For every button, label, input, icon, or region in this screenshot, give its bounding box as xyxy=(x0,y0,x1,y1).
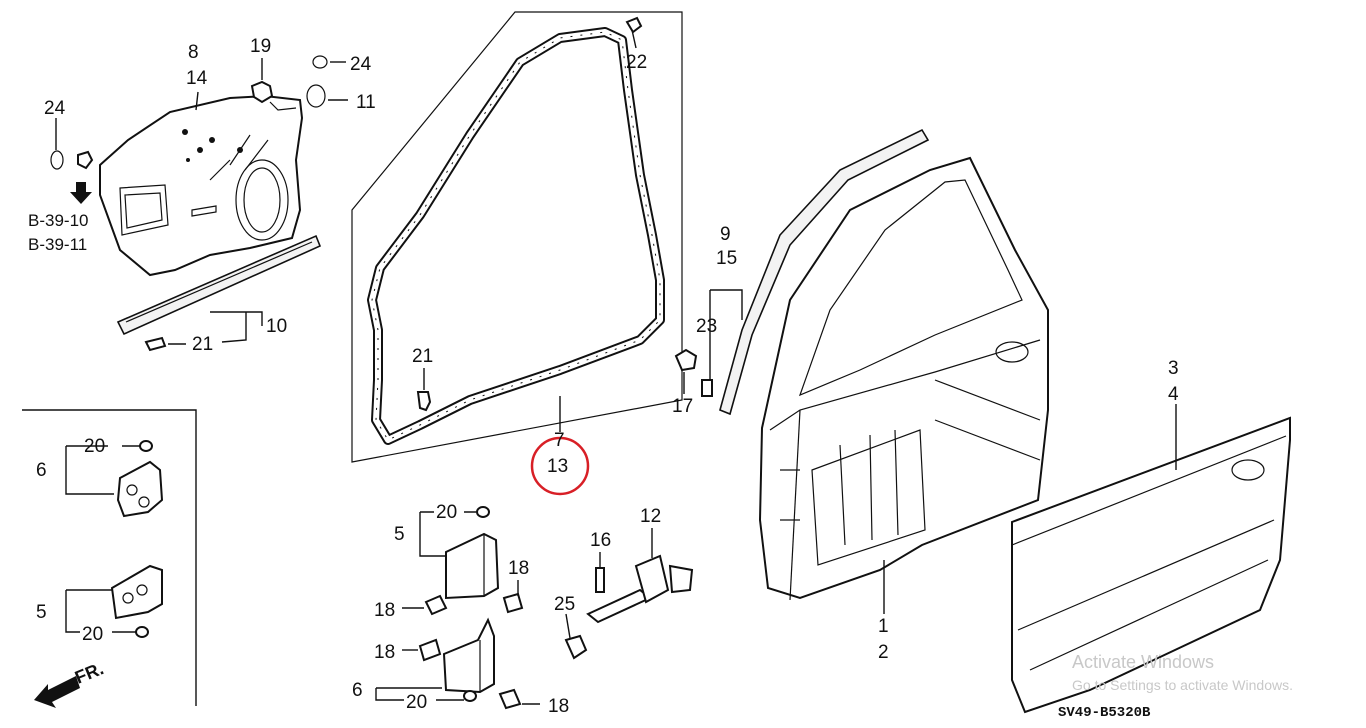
front-arrow-icon xyxy=(34,676,80,708)
label-part-14: 14 xyxy=(186,68,208,89)
ring-part-11 xyxy=(306,84,326,108)
door-weatherstrip-panel xyxy=(351,11,683,463)
label-part-7: 7 xyxy=(554,430,565,451)
label-part-16: 16 xyxy=(590,530,611,551)
down-arrow-icon xyxy=(70,182,92,204)
label-part-9: 9 xyxy=(720,224,731,245)
highlight-circle xyxy=(530,436,590,496)
bolt-part-18c xyxy=(418,638,442,662)
lower-trim-strip xyxy=(116,234,322,336)
label-part-20-inset-top: 20 xyxy=(84,436,105,457)
door-shell xyxy=(758,156,1049,601)
label-part-24-left: 24 xyxy=(44,98,66,119)
label-part-22: 22 xyxy=(626,52,647,73)
hinge-center-lower-6 xyxy=(442,617,495,694)
label-part-3: 3 xyxy=(1168,358,1179,379)
outer-door-skin xyxy=(1011,416,1291,714)
ring-part-24a xyxy=(312,55,328,69)
bolt-part-20d xyxy=(463,690,477,702)
label-part-18-left-upper: 18 xyxy=(374,600,395,621)
door-checker-body xyxy=(634,554,670,604)
ref-b-39-10: B-39-10 xyxy=(28,211,88,230)
bolt-part-20c xyxy=(476,506,490,518)
label-part-13: 13 xyxy=(547,456,568,477)
watermark-subtitle: Go to Settings to activate Windows. xyxy=(1072,677,1293,693)
diagram-code: SV49-B5320B xyxy=(1058,705,1151,721)
label-part-5-center: 5 xyxy=(394,524,405,545)
clip-part-b39 xyxy=(77,150,94,170)
clip-part-23 xyxy=(701,379,713,397)
label-part-18-right: 18 xyxy=(508,558,529,579)
label-part-11: 11 xyxy=(356,92,376,113)
label-part-4: 4 xyxy=(1168,384,1179,405)
hinge-center-upper-5 xyxy=(445,532,500,600)
label-part-19: 19 xyxy=(250,36,271,57)
label-part-5-inset: 5 xyxy=(36,602,47,623)
label-part-23: 23 xyxy=(696,316,717,337)
label-part-20-center-top: 20 xyxy=(436,502,457,523)
label-part-24-top: 24 xyxy=(350,54,372,75)
ring-part-24b xyxy=(50,150,64,170)
label-part-21-left: 21 xyxy=(192,334,213,355)
bolt-part-18d xyxy=(498,688,522,710)
bolt-part-18b xyxy=(502,592,524,614)
label-part-6-center: 6 xyxy=(352,680,363,701)
label-part-20-center-bottom: 20 xyxy=(406,692,427,713)
clip-part-21a xyxy=(144,336,167,352)
watermark-title: Activate Windows xyxy=(1072,652,1214,672)
window-molding-strip xyxy=(719,128,930,416)
label-part-20-inset-bottom: 20 xyxy=(82,624,103,645)
bolt-part-16 xyxy=(595,567,605,593)
label-part-8: 8 xyxy=(188,42,199,63)
label-part-18-left-lower: 18 xyxy=(374,642,395,663)
label-part-12: 12 xyxy=(640,506,661,527)
inner-door-panel xyxy=(99,94,304,277)
label-part-17: 17 xyxy=(672,396,693,417)
label-part-2: 2 xyxy=(878,642,889,663)
label-part-10: 10 xyxy=(266,316,287,337)
label-part-1: 1 xyxy=(878,616,889,637)
clip-part-21b xyxy=(416,391,432,412)
clip-part-19 xyxy=(250,80,274,104)
hinge-upper-6 xyxy=(116,460,164,518)
bolt-part-20a xyxy=(139,440,153,452)
label-part-25: 25 xyxy=(554,594,575,615)
bolt-part-20b xyxy=(135,626,149,638)
door-checker-bracket xyxy=(668,564,694,594)
label-part-21-center: 21 xyxy=(412,346,433,367)
label-part-6-inset: 6 xyxy=(36,460,47,481)
bolt-part-18a xyxy=(424,594,448,616)
label-part-15: 15 xyxy=(716,248,737,269)
clip-part-22 xyxy=(625,16,643,34)
leader-lines xyxy=(55,29,1177,705)
ref-b-39-11: B-39-11 xyxy=(28,235,87,254)
door-checker-arm xyxy=(586,588,652,624)
label-part-18-bottom: 18 xyxy=(548,696,569,717)
front-label: FR. xyxy=(72,658,106,687)
clip-part-17 xyxy=(674,348,698,372)
bolt-part-25 xyxy=(564,634,588,660)
inset-border xyxy=(22,409,197,706)
